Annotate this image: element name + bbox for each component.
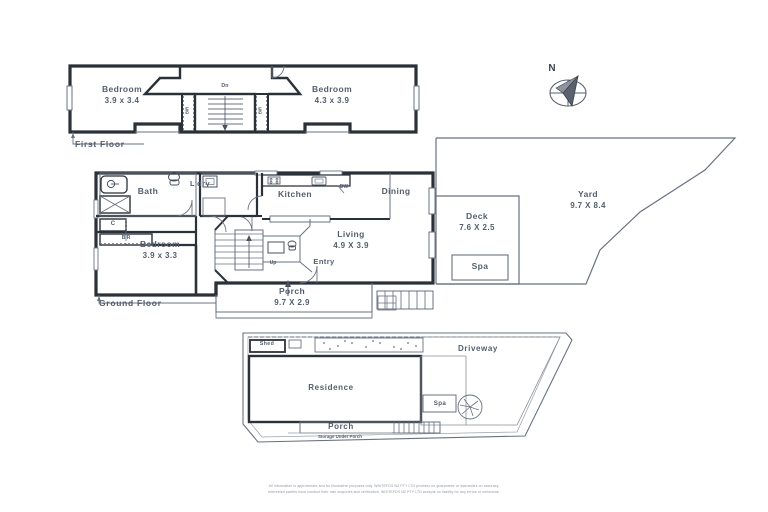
first-floor-group — [66, 64, 420, 145]
room-label-bedroom-1: Bedroom — [101, 84, 143, 94]
room-dim-bedroom-3: 3.9 x 3.3 — [142, 251, 178, 260]
room-label-dining: Dining — [381, 186, 411, 196]
first-floor-label: First Floor — [75, 139, 125, 149]
room-dim-deck: 7.6 X 2.5 — [459, 223, 495, 232]
room-label-kitchen: Kitchen — [278, 189, 312, 199]
room-label-living: Living — [337, 229, 365, 239]
compass-rose-icon — [549, 74, 587, 108]
site-label-storage: Storage Under Porch — [318, 434, 362, 439]
room-label-entry: Entry — [313, 257, 335, 266]
stairs-down-label: Dn — [221, 83, 229, 89]
room-label-porch: Porch — [278, 286, 306, 296]
site-label-driveway: Driveway — [458, 344, 498, 353]
room-label-bedroom-2: Bedroom — [311, 84, 353, 94]
room-dim-living: 4.9 X 3.9 — [333, 241, 369, 250]
room-dim-porch: 9.7 X 2.9 — [274, 298, 310, 307]
room-dim-bedroom-2: 4.3 x 3.9 — [314, 96, 350, 105]
disclaimer-line-1: All information is approximate and for i… — [268, 484, 500, 488]
ground-floor-label: Ground Floor — [99, 298, 162, 308]
dishwasher-label: DW — [339, 184, 349, 190]
room-dim-bedroom-1: 3.9 x 3.4 — [104, 96, 140, 105]
disclaimer: All information is approximate and for i… — [94, 484, 674, 496]
compass-north-label: N — [548, 63, 556, 74]
room-label-spa: Spa — [471, 261, 489, 271]
bir-label-ground: BIR — [121, 235, 131, 241]
site-label-residence: Residence — [308, 383, 354, 392]
room-dim-yard: 9.7 X 8.4 — [570, 201, 606, 210]
room-label-yard: Yard — [577, 189, 599, 199]
bir-label-right: BIR — [257, 106, 263, 115]
disclaimer-line-2: Interested parties must conduct their ow… — [268, 489, 500, 494]
site-label-spa: Spa — [433, 400, 447, 407]
stairs-up-label: Up — [269, 260, 277, 266]
room-label-deck: Deck — [466, 211, 488, 221]
site-plan-group — [242, 332, 573, 443]
bir-label-left: BIR — [184, 106, 190, 115]
cupboard-label: C — [110, 221, 116, 227]
ground-floor-group — [93, 137, 737, 319]
site-label-porch: Porch — [328, 422, 354, 431]
site-label-shed: Shed — [259, 341, 275, 347]
room-label-bath: Bath — [137, 186, 159, 196]
room-label-bedroom-3: Bedroom — [139, 239, 181, 249]
room-label-laundry: L'dry — [189, 179, 211, 188]
